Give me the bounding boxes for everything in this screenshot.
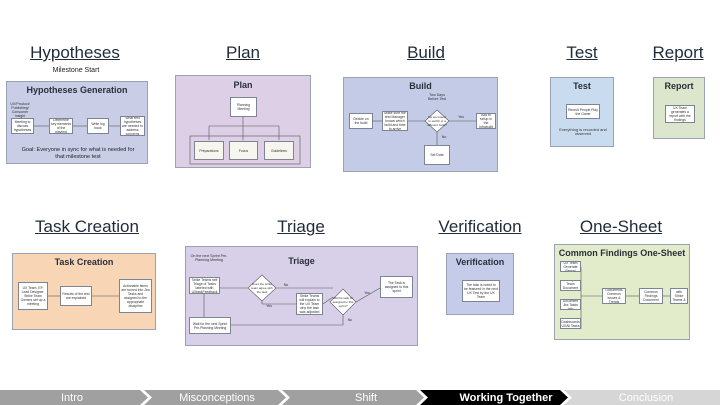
build-decide-box: Decide on the build xyxy=(349,113,373,129)
test-recruit-box: Recruit People Play the Game xyxy=(566,104,600,119)
one-sheet-share-box: Share with Strike Teams & Leads xyxy=(670,288,688,304)
build-no-label: No xyxy=(441,135,447,139)
one-sheet-prioritize-box: Prioritize Common Findings Document and … xyxy=(639,288,663,304)
task-creation-results-box: Results of the test are explained xyxy=(60,286,92,306)
verification-card-title: Verification xyxy=(455,257,505,267)
build-card: Build Two Days Before Test Decide on the… xyxy=(343,77,498,172)
section-nav-chevrons xyxy=(0,390,720,405)
task-creation-card-title: Task Creation xyxy=(54,257,114,267)
one-sheet-dashboards-box: Dashboards UXAll Tasks xyxy=(560,318,581,329)
plan-focus-box: Focus xyxy=(229,141,258,160)
triage-no-label-2: No xyxy=(347,318,353,322)
build-decision: Do we intend to switch to a different bu… xyxy=(427,115,447,127)
heading-build: Build xyxy=(407,43,445,62)
heading-plan: Plan xyxy=(225,43,261,62)
one-sheet-multiple-box: Multiple Team Document Report xyxy=(560,280,581,291)
triage-no-label-1: No xyxy=(283,283,289,287)
report-card-title: Report xyxy=(664,81,694,91)
plan-card-title: Plan xyxy=(233,80,253,90)
task-creation-card: Task Creation UX Team, EP, Lead Designer… xyxy=(12,253,156,330)
section-nav-bar: Intro Misconceptions Shift Working Toget… xyxy=(0,390,720,405)
hypotheses-step-2: Determine key elements of the playtest xyxy=(49,118,73,134)
one-sheet-card: Common Findings One-Sheet UX Team Genera… xyxy=(554,244,690,340)
plan-meeting-box: Planning Meeting xyxy=(230,97,257,117)
plan-guidelines-box: Guidelines xyxy=(264,141,294,160)
triage-self-triage-box: Strike Teams self Triage of Tasks labele… xyxy=(189,277,220,294)
report-card: Report UX Team generates a report with t… xyxy=(653,77,705,139)
report-generate-box: UX Team generates a report with the find… xyxy=(665,105,695,123)
triage-agree-decision: Does the strike team agree with the task xyxy=(251,282,273,294)
verification-card: Verification The task is noted to be fea… xyxy=(446,253,514,315)
triage-note: On the next Sprint Pre-Planning Meeting xyxy=(190,254,228,262)
triage-card-title: Triage xyxy=(288,256,315,266)
nav-item-working-together[interactable]: Working Together xyxy=(459,391,553,404)
nav-item-shift[interactable]: Shift xyxy=(354,391,377,404)
build-note: Two Days Before Test xyxy=(427,93,447,101)
build-setup-box: Add to setup in the Infrabuild xyxy=(476,113,496,129)
test-recorded-note: Everything is recorded and observed xyxy=(559,127,607,136)
triage-connectors xyxy=(203,274,381,326)
milestone-start-label: Milestone Start xyxy=(52,67,100,74)
triage-yes-label-1: Yes xyxy=(266,304,272,308)
heading-hypotheses: Hypotheses xyxy=(30,43,120,62)
hypotheses-connectors xyxy=(34,125,120,127)
nav-item-intro[interactable]: Intro xyxy=(60,391,83,404)
heading-task-creation: Task Creation xyxy=(35,217,139,236)
build-card-title: Build xyxy=(409,81,432,91)
build-notify-box: Make sure the test Manager knows which b… xyxy=(382,111,408,131)
heading-report: Report xyxy=(652,43,704,62)
heading-verification: Verification xyxy=(438,217,522,236)
hypotheses-card: Hypotheses Generation UX/Product/ Publis… xyxy=(6,81,148,164)
one-sheet-card-title: Common Findings One-Sheet xyxy=(558,248,686,258)
build-date-box: Set Date xyxy=(424,145,450,165)
heading-triage: Triage xyxy=(277,217,325,236)
plan-card: Plan Planning Meeting Preparations Focus… xyxy=(175,75,311,168)
nav-item-misconceptions[interactable]: Misconceptions xyxy=(179,391,255,404)
triage-wait-box: Wait for the next Sprint Pre-Planning Me… xyxy=(189,317,231,334)
hypotheses-step-4: What test hypotheses are needed to addre… xyxy=(120,116,145,136)
heading-one-sheet: One-Sheet xyxy=(579,217,663,236)
nav-item-conclusion[interactable]: Conclusion xyxy=(618,391,674,404)
hypotheses-step-1: Meeting to discuss hypotheses xyxy=(11,118,34,134)
verification-note-box: The task is noted to be featured in the … xyxy=(462,280,500,302)
task-creation-connectors xyxy=(48,295,119,297)
one-sheet-trends-box: Documents Common Issues & Trends xyxy=(602,288,626,304)
heading-test: Test xyxy=(566,43,598,62)
hypotheses-step-3: Write log book xyxy=(87,118,109,134)
one-sheet-connectors xyxy=(580,267,670,329)
triage-explain-box: Strike Teams will explain to the UX Team… xyxy=(296,293,323,315)
triage-yes-label-2: Yes xyxy=(364,291,370,295)
plan-connectors xyxy=(189,117,301,165)
triage-card: Triage On the next Sprint Pre-Planning M… xyxy=(185,246,418,346)
task-creation-actionable-box: Actionable items are turned into Jira Ta… xyxy=(119,279,152,313)
triage-sprint-decision: Will the task be assigned to this sprint… xyxy=(332,296,354,308)
hypotheses-card-title: Hypotheses Generation xyxy=(26,85,128,95)
task-creation-meeting-box: UX Team, EP, Lead Designer, Strike Team … xyxy=(18,282,48,310)
triage-assigned-box: The Task is assigned to this sprint xyxy=(380,276,413,298)
hypotheses-stakeholders: UX/Product/ Publishing/ Consumer Insight xyxy=(10,102,30,118)
build-connectors xyxy=(373,109,476,145)
test-card: Test Recruit People Play the Game Everyt… xyxy=(550,77,614,147)
hypotheses-goal: Goal: Everyone in sync for what is neede… xyxy=(21,147,135,160)
one-sheet-report-box: UX Team Generate Report xyxy=(560,261,581,272)
plan-preparations-box: Preparations xyxy=(194,141,224,160)
one-sheet-jira-box: Document Jira Tasks Info xyxy=(560,299,581,310)
test-card-title: Test xyxy=(573,81,591,91)
build-yes-label: Yes xyxy=(458,115,464,119)
